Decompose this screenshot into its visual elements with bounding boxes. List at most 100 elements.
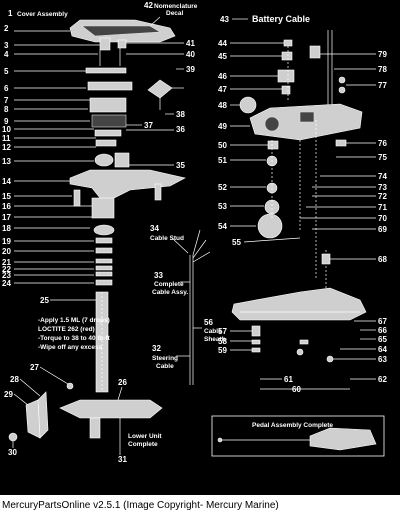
label-48: 48	[218, 101, 227, 110]
nomenclature-decal-label-2: Decal	[166, 10, 184, 17]
label-29: 29	[4, 390, 13, 399]
label-79: 79	[378, 50, 387, 59]
copyright-footer: MercuryPartsOnline v2.5.1 (Image Copyrig…	[0, 497, 400, 514]
label-45: 45	[218, 52, 227, 61]
label-23: 23	[2, 271, 11, 280]
label-56: 56	[204, 318, 213, 327]
label-58: 58	[218, 337, 227, 346]
label-68: 68	[378, 255, 387, 264]
label-20: 20	[2, 247, 11, 256]
label-61: 61	[284, 375, 293, 384]
label-69: 69	[378, 225, 387, 234]
label-54: 54	[218, 222, 227, 231]
label-41: 41	[186, 39, 195, 48]
lower-unit-label-1: Lower Unit	[128, 433, 162, 440]
label-57: 57	[218, 327, 227, 336]
steering-cable-label-1: Steering	[152, 355, 178, 362]
complete-cable-label-1: Complete	[154, 281, 184, 288]
label-71: 71	[378, 203, 387, 212]
battery-cable-wires	[309, 30, 333, 110]
nomenclature-decal-label-1: Nomenclature	[154, 3, 198, 10]
label-53: 53	[218, 202, 227, 211]
pedal-bottom-labels: 67 66 65 64 63 62 61 60 59 58 57	[218, 317, 387, 394]
label-21: 21	[2, 258, 11, 267]
label-37: 37	[144, 121, 153, 130]
label-18: 18	[2, 224, 11, 233]
head-internals	[85, 37, 133, 168]
label-10: 10	[2, 125, 11, 134]
loctite-instructions: -Apply 1.5 ML (7 drops) LOCTITE 262 (red…	[38, 317, 111, 351]
label-47: 47	[218, 85, 227, 94]
parts-diagram: 1 Cover Assembly 2 3 4 5 6 8 7 9 10 11 1…	[0, 0, 400, 495]
label-51: 51	[218, 156, 227, 165]
label-34: 34	[150, 224, 159, 233]
label-59: 59	[218, 346, 227, 355]
label-11: 11	[2, 134, 11, 143]
label-70: 70	[378, 214, 387, 223]
label-1: 1	[8, 9, 13, 18]
lower-unit-label-2: Complete	[128, 441, 158, 448]
label-44: 44	[218, 39, 227, 48]
label-24: 24	[2, 279, 11, 288]
label-42: 42	[144, 1, 153, 10]
pedal-assembly-box: Pedal Assembly Complete	[211, 415, 385, 457]
label-7: 7	[4, 96, 9, 105]
label-4: 4	[4, 50, 9, 59]
label-73: 73	[378, 183, 387, 192]
label-64: 64	[378, 345, 387, 354]
cable-stud-label: Cable Stud	[150, 235, 184, 242]
label-66: 66	[378, 326, 387, 335]
pedal-assembly-label: Pedal Assembly Complete	[252, 422, 333, 429]
label-36: 36	[176, 125, 185, 134]
instruction-1: -Apply 1.5 ML (7 drops)	[38, 317, 110, 324]
label-28: 28	[10, 375, 19, 384]
label-63: 63	[378, 355, 387, 364]
label-60: 60	[292, 385, 301, 394]
instruction-4: -Wipe off any excess	[38, 344, 103, 351]
label-65: 65	[378, 335, 387, 344]
pedal-top	[249, 103, 363, 141]
label-5: 5	[4, 67, 9, 76]
label-67: 67	[378, 317, 387, 326]
cable-sheath-label-2: Sheath	[204, 336, 226, 343]
composite-shaft	[95, 291, 109, 393]
label-77: 77	[378, 81, 387, 90]
label-52: 52	[218, 183, 227, 192]
label-25: 25	[40, 296, 49, 305]
label-55: 55	[232, 238, 241, 247]
label-78: 78	[378, 65, 387, 74]
cover-assembly-label: Cover Assembly	[17, 11, 68, 18]
complete-cable-label-2: Cable Assy.	[152, 289, 188, 296]
lower-unit	[8, 382, 163, 442]
label-3: 3	[4, 41, 9, 50]
label-14: 14	[2, 177, 11, 186]
label-75: 75	[378, 153, 387, 162]
label-49: 49	[218, 122, 227, 131]
label-38: 38	[176, 110, 185, 119]
pedal-mid-labels: 50 51 52 53 54 55	[218, 140, 301, 247]
pedal-right-labels: 79 78 77 76 75 74 73 72 71 70 69 68	[300, 50, 387, 265]
label-9: 9	[4, 117, 9, 126]
left-labels: 1 Cover Assembly 2 3 4 5 6 8 7 9 10 11 1…	[2, 9, 68, 288]
pedal-base	[231, 287, 367, 321]
label-50: 50	[218, 141, 227, 150]
label-40: 40	[186, 50, 195, 59]
label-62: 62	[378, 375, 387, 384]
label-12: 12	[2, 143, 11, 152]
label-13: 13	[2, 157, 11, 166]
label-19: 19	[2, 237, 11, 246]
label-15: 15	[2, 192, 11, 201]
label-74: 74	[378, 172, 387, 181]
label-30: 30	[8, 448, 17, 457]
label-26: 26	[118, 378, 127, 387]
label-35: 35	[176, 161, 185, 170]
label-2: 2	[4, 24, 9, 33]
label-6: 6	[4, 84, 9, 93]
head-callouts: 41 40 39 38 37 36 35	[126, 39, 195, 170]
cover-assembly	[69, 19, 176, 43]
label-17: 17	[2, 213, 11, 222]
label-22: 22	[2, 265, 11, 274]
label-46: 46	[218, 72, 227, 81]
assembly-dash-lines	[271, 46, 327, 300]
label-33: 33	[154, 271, 163, 280]
